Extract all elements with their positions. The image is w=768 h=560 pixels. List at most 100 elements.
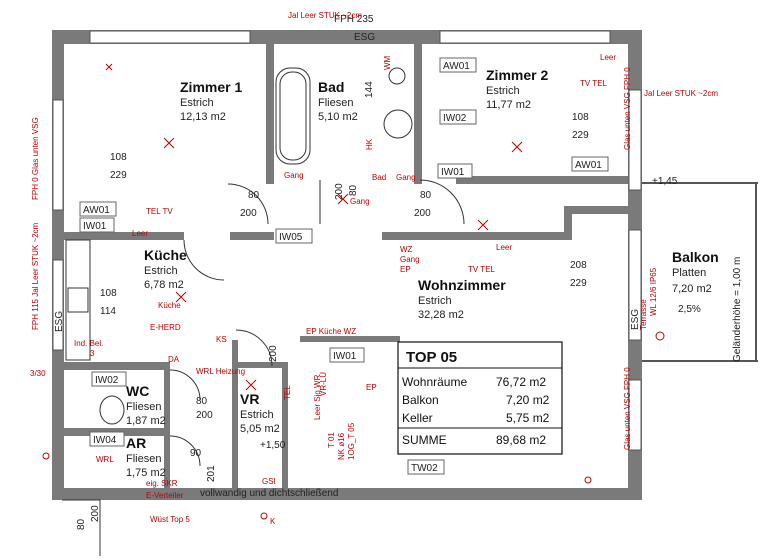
wall-tags: AW01 IW02 IW01 AW01 AW01 IW01 IW05 IW01 … bbox=[54, 32, 641, 475]
bathtub-icon bbox=[275, 67, 311, 165]
svg-text:90: 90 bbox=[190, 448, 202, 459]
room-material-zimmer1: Estrich bbox=[180, 97, 214, 109]
washbasin-icon bbox=[388, 67, 406, 85]
room-material-kueche: Estrich bbox=[144, 265, 178, 277]
left-dim-label: 3/30 bbox=[30, 369, 46, 378]
svg-text:Leer: Leer bbox=[600, 53, 616, 62]
svg-text:WM: WM bbox=[383, 55, 392, 70]
svg-text:T 01: T 01 bbox=[327, 432, 336, 448]
area-summary: TOP 05 Wohnräume 76,72 m2 Balkon 7,20 m2… bbox=[397, 341, 563, 455]
room-material-balkon: Platten bbox=[672, 267, 706, 279]
svg-text:80: 80 bbox=[76, 518, 87, 530]
top-jal-label: Jal Leer STUK ~2cm bbox=[288, 11, 362, 20]
summary-value-summe: 89,68 m2 bbox=[496, 433, 546, 447]
room-area-bad: 5,10 m2 bbox=[318, 111, 358, 123]
room-name-wc: WC bbox=[126, 383, 149, 399]
svg-text:WRL Heizung: WRL Heizung bbox=[196, 367, 245, 376]
tag-esg-top: ESG bbox=[354, 32, 375, 43]
room-area-vr: 5,05 m2 bbox=[240, 423, 280, 435]
balkon-railing-height: Geländerhöhe = 1,00 m bbox=[732, 257, 743, 362]
tag-aw01-left: AW01 bbox=[83, 205, 110, 216]
tag-iw01-bad: IW01 bbox=[441, 167, 465, 178]
ceiling-light-icon bbox=[511, 141, 523, 153]
dim-zimmer1-height: 229 bbox=[110, 170, 127, 181]
room-name-wohnzimmer: Wohnzimmer bbox=[418, 277, 506, 293]
left-window-label: FPH 0 Glas unten VSG bbox=[31, 117, 40, 200]
svg-text:201: 201 bbox=[206, 465, 217, 482]
summary-label-balkon: Balkon bbox=[402, 393, 439, 407]
ceiling-light-icon bbox=[245, 379, 257, 391]
windows bbox=[52, 30, 642, 451]
sink-icon bbox=[383, 109, 413, 139]
door-swings bbox=[62, 179, 465, 556]
room-name-vr: VR bbox=[240, 391, 259, 407]
ceiling-light-icon bbox=[477, 219, 489, 231]
summary-value-balkon: 7,20 m2 bbox=[506, 393, 550, 407]
summary-title: TOP 05 bbox=[406, 349, 457, 366]
ceiling-light-icon bbox=[337, 193, 349, 205]
svg-text:200: 200 bbox=[334, 183, 345, 200]
svg-text:Bad: Bad bbox=[372, 173, 386, 182]
svg-text:TEL: TEL bbox=[283, 385, 292, 400]
svg-text:Leer Sig WR: Leer Sig WR bbox=[313, 374, 322, 420]
outlet-icon bbox=[42, 452, 50, 460]
door-dimensions: 80 200 200 80 80 200 80 200 90 201 200 8… bbox=[76, 183, 432, 530]
dim-wohnzimmer-height: 229 bbox=[570, 278, 587, 289]
summary-value-keller: 5,75 m2 bbox=[506, 411, 550, 425]
top-fph-label: FPH 235 bbox=[334, 14, 374, 25]
tag-aw01-right: AW01 bbox=[575, 160, 602, 171]
svg-text:Ind. Bel.: Ind. Bel. bbox=[74, 339, 103, 348]
tag-iw02-wc: IW02 bbox=[95, 375, 119, 386]
dim-zimmer2-height: 229 bbox=[572, 130, 589, 141]
summary-label-wohnraeume: Wohnräume bbox=[402, 375, 467, 389]
room-material-ar: Fliesen bbox=[126, 453, 161, 465]
tag-esg-left: ESG bbox=[54, 311, 65, 332]
svg-text:200: 200 bbox=[414, 208, 431, 219]
room-name-zimmer2: Zimmer 2 bbox=[486, 67, 548, 83]
balkon-slope: 2,5% bbox=[678, 304, 701, 315]
svg-text:EP: EP bbox=[366, 383, 377, 392]
outlet-icon bbox=[655, 331, 665, 341]
tag-aw01-top: AW01 bbox=[443, 61, 470, 72]
tag-iw02-bad: IW02 bbox=[443, 113, 467, 124]
tag-iw01-left: IW01 bbox=[83, 221, 107, 232]
svg-text:K: K bbox=[270, 517, 276, 526]
room-material-zimmer2: Estrich bbox=[486, 85, 520, 97]
tag-iw04: IW04 bbox=[93, 435, 117, 446]
tag-esg-right: ESG bbox=[630, 309, 641, 330]
svg-text:80: 80 bbox=[248, 190, 260, 201]
room-area-kueche: 6,78 m2 bbox=[144, 279, 184, 291]
vr-level: +1,50 bbox=[260, 440, 286, 451]
svg-text:Leer: Leer bbox=[132, 229, 148, 238]
svg-text:200: 200 bbox=[268, 345, 279, 362]
svg-text:Leer: Leer bbox=[496, 243, 512, 252]
right-window-label-top: Glas unten VSG FPH 0 bbox=[623, 67, 632, 150]
svg-text:200: 200 bbox=[240, 208, 257, 219]
outlet-icon bbox=[584, 476, 592, 484]
room-material-bad: Fliesen bbox=[318, 97, 353, 109]
toilet-icon bbox=[99, 395, 125, 425]
dim-zimmer1-width: 108 bbox=[110, 152, 127, 163]
svg-text:WRL: WRL bbox=[96, 455, 114, 464]
room-material-wc: Fliesen bbox=[126, 401, 161, 413]
electrical-symbols: Gang Gang Bad Gang HK WM TEL TV TV TEL T… bbox=[42, 53, 665, 526]
svg-text:WL 12/6 IP65: WL 12/6 IP65 bbox=[649, 267, 658, 316]
svg-text:VR-LÜ: VR-LÜ bbox=[319, 372, 328, 396]
svg-text:KS: KS bbox=[216, 335, 227, 344]
summary-label-keller: Keller bbox=[402, 411, 433, 425]
svg-text:E-Verteiler: E-Verteiler bbox=[146, 491, 184, 500]
svg-text:DA: DA bbox=[168, 355, 180, 364]
dim-zimmer2-width: 108 bbox=[572, 112, 589, 123]
room-material-wohnzimmer: Estrich bbox=[418, 295, 452, 307]
svg-text:Küche: Küche bbox=[158, 301, 181, 310]
svg-text:HK: HK bbox=[365, 138, 374, 150]
svg-text:Wüst Top 5: Wüst Top 5 bbox=[150, 515, 190, 524]
svg-text:TV TEL: TV TEL bbox=[468, 265, 496, 274]
summary-label-summe: SUMME bbox=[402, 433, 447, 447]
svg-text:EP Küche WZ: EP Küche WZ bbox=[306, 327, 356, 336]
svg-text:NK ø16: NK ø16 bbox=[337, 432, 346, 460]
dim-kueche-width: 108 bbox=[100, 288, 117, 299]
room-name-ar: AR bbox=[126, 435, 146, 451]
right-window-label-bottom: Glas unten VSG FPH 0 bbox=[623, 367, 632, 450]
